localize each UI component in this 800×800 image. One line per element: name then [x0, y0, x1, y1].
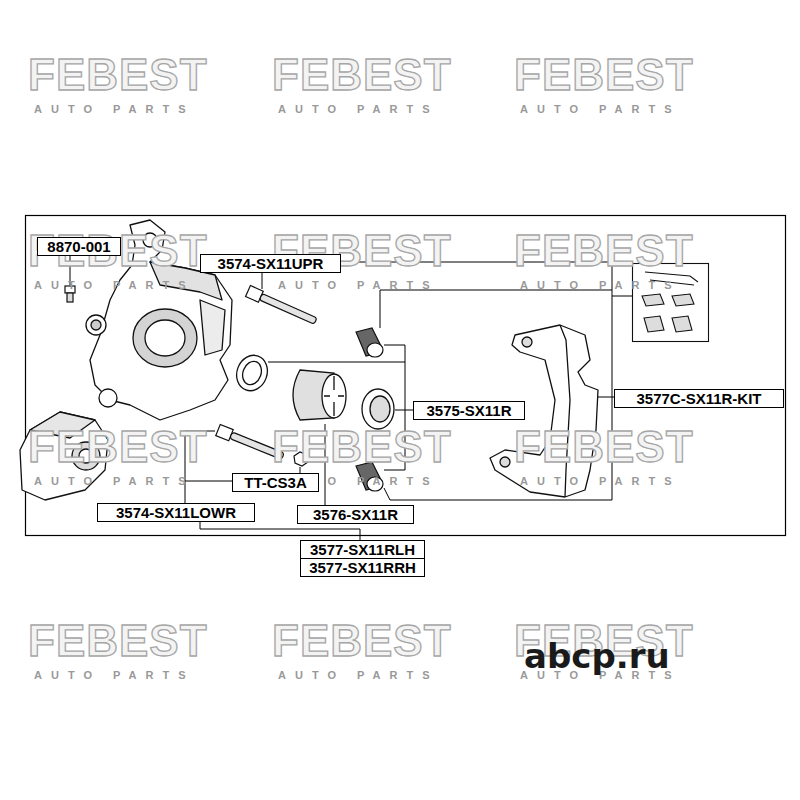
kit-box — [633, 264, 709, 342]
watermark-tagline: AUTO PARTS — [278, 102, 439, 116]
watermark-tagline: AUTO PARTS — [278, 278, 439, 292]
seal-inner — [239, 359, 264, 388]
part-number-box: 8870-001 — [37, 237, 121, 256]
part-number: 3577-SX11RLH — [310, 542, 415, 558]
leader-line — [262, 272, 263, 289]
part-number: 3575-SX11R — [426, 403, 511, 419]
part-number-box: 3575-SX11R — [413, 401, 525, 420]
watermark-tagline: AUTO PARTS — [520, 102, 681, 116]
leader-line — [405, 410, 413, 411]
leader-line — [384, 488, 612, 500]
part-number-box: 3577-SX11RRH — [300, 558, 425, 577]
watermark-logo: FEBEST — [514, 422, 694, 472]
part-number: 3574-SX11UPR — [218, 256, 324, 272]
watermark-logo: FEBEST — [272, 422, 452, 472]
part-number: 3574-SX11LOWR — [116, 505, 236, 521]
bore-inner — [145, 320, 185, 356]
watermark-logo: FEBEST — [514, 226, 694, 276]
piston-seal — [232, 351, 273, 395]
piston-slots — [324, 376, 344, 416]
bleeder-port — [86, 315, 106, 335]
piston-bore — [133, 309, 197, 367]
bolt-thread — [67, 293, 73, 302]
hardware-kit — [633, 264, 709, 342]
part-number: 3577-SX11RRH — [309, 560, 416, 576]
leader-line — [200, 522, 360, 540]
watermark-logo: FEBEST — [28, 422, 208, 472]
watermark-logo: FEBEST — [272, 616, 452, 666]
watermark-logo: FEBEST — [514, 50, 694, 100]
leader-line — [612, 296, 632, 297]
part-number: 3576-SX11R — [313, 507, 398, 523]
diagram-frame — [26, 216, 786, 536]
boot-end — [367, 343, 383, 357]
piston — [293, 370, 346, 420]
mount-hole — [99, 389, 117, 407]
part-number-box: 3574-SX11LOWR — [97, 503, 255, 522]
part-number-box: 3576-SX11R — [297, 505, 414, 524]
bracket-edge — [560, 325, 570, 497]
pin-shaft — [259, 293, 317, 324]
part-number: 8870-001 — [47, 239, 110, 255]
boot-inner — [370, 396, 390, 422]
kit-clip — [642, 294, 694, 306]
leader-line — [598, 397, 614, 398]
bleeder-hole — [91, 320, 101, 330]
upper-guide-pin — [246, 286, 318, 327]
leader-line — [395, 410, 405, 411]
seal-outer — [232, 351, 273, 395]
watermark-tagline: AUTO PARTS — [34, 102, 195, 116]
frame — [26, 216, 786, 536]
part-number: TT-CS3A — [244, 475, 307, 491]
part-number-box: 3574-SX11UPR — [200, 254, 341, 273]
watermark-tagline: AUTO PARTS — [34, 278, 195, 292]
leader-line — [268, 362, 405, 363]
watermark-tagline: AUTO PARTS — [34, 474, 195, 488]
boot-body — [356, 328, 382, 356]
bracket-hole — [522, 337, 532, 347]
watermark-logo: FEBEST — [272, 50, 452, 100]
watermark-tagline: AUTO PARTS — [278, 668, 439, 682]
leader-line — [380, 290, 612, 328]
watermark-tagline: AUTO PARTS — [520, 278, 681, 292]
watermark-logo: FEBEST — [28, 616, 208, 666]
kit-clip — [644, 316, 692, 332]
leader-lines — [70, 253, 632, 540]
caliper-finger — [200, 300, 225, 355]
leader-line — [384, 345, 405, 346]
part-number-box: 3577-SX11RLH — [300, 540, 425, 559]
piston-face — [322, 374, 346, 418]
watermark-logo: FEBEST — [28, 50, 208, 100]
upper-pin-boot — [356, 328, 383, 357]
part-number-box: TT-CS3A — [232, 473, 319, 492]
site-logo: abcp.ru — [524, 636, 670, 676]
part-number: 3577C-SX11R-KIT — [636, 391, 761, 407]
bracket-hole — [500, 457, 510, 467]
watermark-tagline: AUTO PARTS — [34, 668, 195, 682]
watermark-tagline: AUTO PARTS — [520, 474, 681, 488]
part-number-box: 3577C-SX11R-KIT — [614, 389, 784, 408]
